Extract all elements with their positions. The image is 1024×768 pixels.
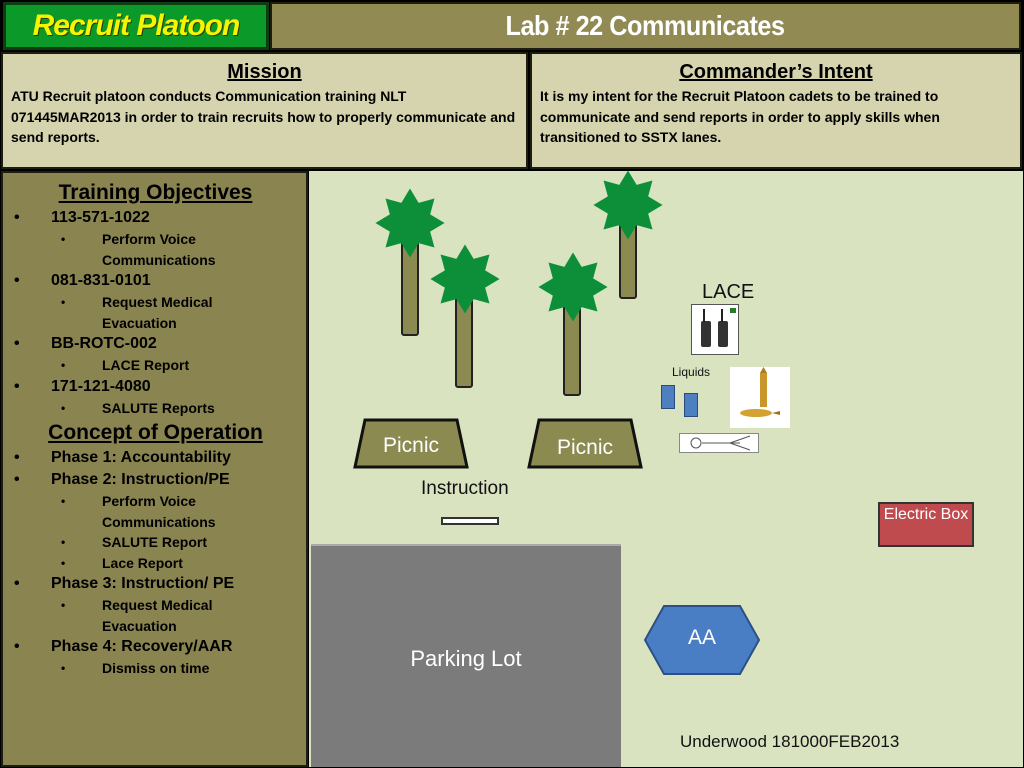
objective-sublist: LACE Report (51, 355, 302, 376)
phase-sublist: Perform Voice CommunicationsSALUTE Repor… (51, 491, 302, 573)
casualty-sketch-icon (679, 433, 759, 453)
phase-item-label: Phase 1: Accountability (51, 449, 231, 466)
phase-subitem: Lace Report (51, 553, 232, 574)
objective-item-label: 081-831-0101 (51, 272, 151, 289)
objective-sublist: Request Medical Evacuation (51, 292, 302, 333)
objective-item-label: 171-121-4080 (51, 377, 151, 395)
tree-icon (538, 252, 608, 322)
electric-box-label: Electric Box (883, 506, 969, 523)
picnic-table-2 (527, 418, 643, 469)
recruit-platoon-title: Recruit Platoon (3, 2, 269, 50)
training-objectives-list: 113-571-1022Perform Voice Communications… (9, 207, 302, 418)
tree-icon (375, 188, 445, 258)
picnic-table-1 (353, 418, 469, 469)
phase-subitem: SALUTE Report (51, 532, 232, 553)
instruction-label: Instruction (421, 478, 509, 499)
liquid-container-1 (661, 385, 675, 409)
phase-item: Phase 1: Accountability (9, 447, 302, 469)
parking-lot-label: Parking Lot (410, 646, 522, 671)
objective-item: 113-571-1022Perform Voice Communications (9, 207, 302, 270)
picnic-label-2: Picnic (556, 436, 614, 459)
recruit-platoon-title-text: Recruit Platoon (32, 9, 241, 42)
objective-subitem: Perform Voice Communications (51, 229, 232, 270)
parking-lot: Parking Lot (311, 544, 621, 767)
commanders-intent-heading: Commander’s Intent (679, 61, 873, 83)
phase-subitem: Perform Voice Communications (51, 491, 232, 532)
phase-subitem: Request Medical Evacuation (51, 595, 232, 636)
ammunition-icon (730, 367, 790, 428)
mission-heading: Mission (227, 61, 302, 83)
phase-item-label: Phase 4: Recovery/AAR (51, 638, 233, 655)
objective-subitem: SALUTE Reports (51, 398, 232, 419)
assembly-area: AA (642, 604, 762, 681)
objective-item-label: BB-ROTC-002 (51, 335, 157, 352)
phase-item: Phase 4: Recovery/AAR Dismiss on time (9, 636, 302, 679)
radio-icon (691, 304, 739, 355)
concept-of-operation-heading: Concept of Operation (48, 421, 263, 444)
assembly-area-label: AA (687, 626, 716, 649)
tree-icon (593, 170, 663, 240)
phase-item-label: Phase 2: Instruction/PE (51, 471, 230, 488)
phase-item: Phase 3: Instruction/ PE Request Medical … (9, 573, 302, 636)
objective-item: 081-831-0101Request Medical Evacuation (9, 270, 302, 333)
lab-title-text: Lab # 22 Communicates (505, 10, 786, 41)
objective-item-label: 113-571-1022 (51, 209, 150, 226)
phase-item-label: Phase 3: Instruction/ PE (51, 575, 235, 592)
objectives-panel: Training Objectives 113-571-1022Perform … (1, 171, 308, 767)
mission-box: Mission ATU Recruit platoon conducts Com… (1, 52, 528, 169)
liquid-container-2 (684, 393, 698, 417)
phase-sublist: Dismiss on time (51, 658, 302, 679)
lab-title: Lab # 22 Communicates (270, 2, 1021, 50)
site-map: Picnic Picnic Instruction LACE Liquids (309, 170, 1023, 767)
mission-text: ATU Recruit platoon conducts Communicati… (11, 88, 516, 145)
phase-subitem: Dismiss on time (51, 658, 232, 679)
instruction-bar (441, 517, 499, 525)
picnic-label-1: Picnic (382, 434, 440, 457)
training-objectives-heading: Training Objectives (58, 181, 253, 204)
objective-subitem: Request Medical Evacuation (51, 292, 232, 333)
lace-label: LACE (702, 281, 755, 303)
concept-of-operation-list: Phase 1: AccountabilityPhase 2: Instruct… (9, 447, 302, 679)
objective-sublist: Perform Voice Communications (51, 229, 302, 270)
objective-item: BB-ROTC-002LACE Report (9, 333, 302, 376)
liquids-label: Liquids (672, 365, 711, 379)
objective-item: 171-121-4080SALUTE Reports (9, 376, 302, 419)
commanders-intent-box: Commander’s Intent It is my intent for t… (530, 52, 1022, 169)
objective-sublist: SALUTE Reports (51, 398, 302, 419)
commanders-intent-text: It is my intent for the Recruit Platoon … (540, 88, 940, 145)
tree-icon (430, 244, 500, 314)
objective-subitem: LACE Report (51, 355, 232, 376)
phase-item: Phase 2: Instruction/PE Perform Voice Com… (9, 469, 302, 573)
electric-box: Electric Box (878, 502, 974, 547)
phase-sublist: Request Medical Evacuation (51, 595, 302, 636)
author-dtg: Underwood 181000FEB2013 (680, 732, 900, 751)
